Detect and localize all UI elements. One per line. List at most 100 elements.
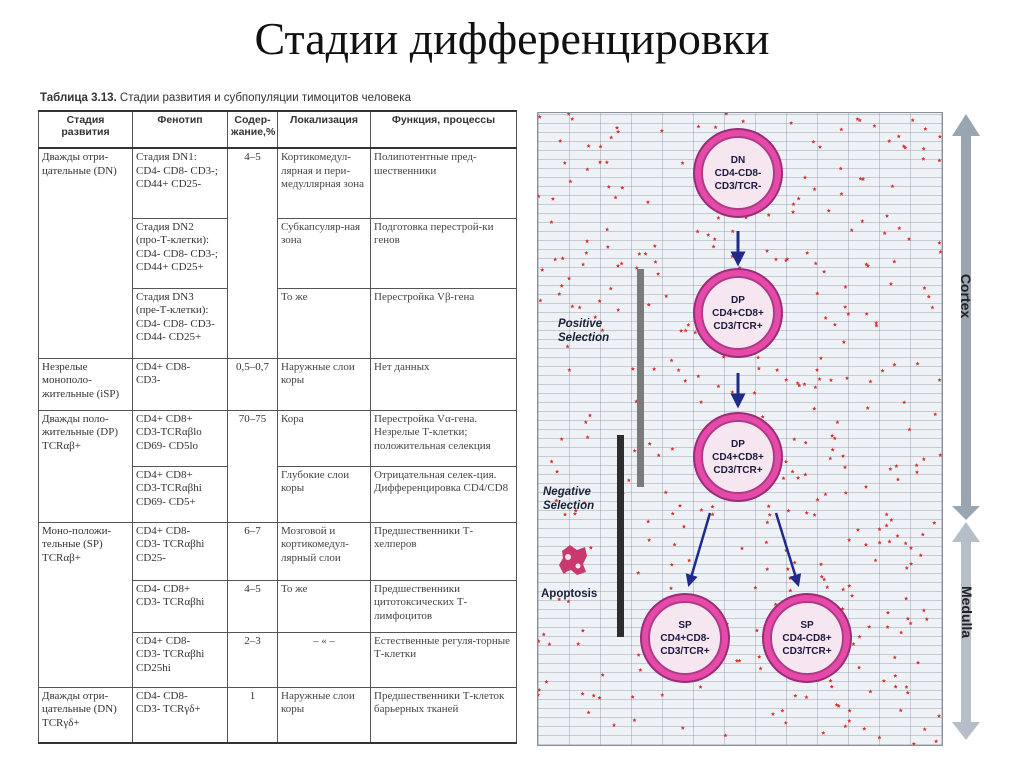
- thymocyte-star-icon: [803, 472, 808, 477]
- function-cell: Полипотентные пред-шественники: [370, 147, 517, 219]
- thymocyte-star-icon: [696, 374, 701, 378]
- thymocyte-star-icon: [847, 708, 852, 713]
- thymocyte-star-icon: [560, 256, 565, 261]
- thymocyte-star-icon: [713, 125, 718, 130]
- thymocyte-star-icon: [585, 239, 590, 243]
- thymocyte-star-icon: [581, 262, 586, 267]
- thymocyte-star-icon: [677, 503, 683, 508]
- thymocyte-star-icon: [593, 315, 598, 319]
- function-cell: Нет данных: [370, 357, 517, 411]
- cell-marker-line: CD4+CD8-: [660, 632, 710, 644]
- thymocyte-star-icon: [752, 390, 757, 395]
- thymocyte-star-icon: [792, 437, 797, 441]
- location-cell: Глубокие слои коры: [277, 465, 371, 523]
- thymocyte-star-icon: [937, 134, 942, 139]
- cortex-arrow-icon: [952, 114, 980, 520]
- stage-cell: Моно-положи-тельные (SP) TCRαβ+: [38, 521, 133, 688]
- thymocyte-star-icon: [877, 735, 882, 740]
- thymocyte-star-icon: [868, 379, 873, 384]
- thymocyte-star-icon: [877, 527, 882, 531]
- thymocyte-star-icon: [626, 478, 631, 483]
- phenotype-cell: Стадия DN2 (про-Т-клетки): CD4- CD8- CD3…: [132, 217, 228, 289]
- thymocyte-star-icon: [874, 320, 879, 325]
- thymocyte-star-icon: [895, 477, 901, 482]
- phenotype-line: CD25-: [136, 551, 166, 564]
- thymocyte-star-icon: [549, 459, 554, 464]
- thymocyte-star-icon: [905, 690, 910, 695]
- cell-marker-line: CD4-CD8-: [714, 167, 762, 179]
- medulla-label: Medulla: [959, 585, 975, 639]
- thymocyte-star-icon: [754, 628, 759, 633]
- phenotype-line: CD4- CD8- CD3-: [136, 317, 215, 330]
- thymocyte-sp-cd4: SP CD4+CD8- CD3/TCR+: [642, 595, 728, 681]
- thymocyte-star-icon: [884, 512, 889, 517]
- thymocyte-star-icon: [812, 512, 817, 517]
- phenotype-cell: CD4+ CD8+ CD3-TCRαβhi CD69- CD5+: [132, 465, 228, 523]
- thymocyte-star-icon: [619, 261, 624, 266]
- thymocyte-star-icon: [803, 440, 808, 445]
- thymocyte-star-icon: [930, 305, 935, 310]
- thymocyte-star-icon: [861, 176, 866, 181]
- thymocyte-star-icon: [882, 231, 887, 235]
- thymocyte-star-icon: [630, 366, 635, 371]
- thymocyte-star-icon: [565, 344, 570, 349]
- thymocyte-star-icon: [899, 630, 904, 635]
- thymocyte-star-icon: [813, 385, 818, 390]
- thymocyte-star-icon: [851, 641, 856, 646]
- cell-marker-line: CD3/TCR+: [782, 645, 832, 657]
- thymocyte-star-icon: [908, 621, 913, 626]
- thymocyte-star-icon: [683, 328, 688, 333]
- thymocyte-star-icon: [812, 406, 817, 411]
- thymocyte-star-icon: [656, 453, 661, 458]
- phenotype-line: CD3- TCRγδ+: [136, 703, 201, 715]
- thymocyte-star-icon: [903, 541, 908, 546]
- thymocyte-star-icon: [893, 684, 898, 689]
- phenotype-line: CD4- CD8+: [136, 582, 191, 595]
- thymocyte-star-icon: [538, 687, 542, 692]
- thymocyte-star-icon: [760, 414, 765, 419]
- thymocyte-star-icon: [541, 632, 546, 637]
- thymocyte-star-icon: [605, 244, 610, 249]
- thymocyte-star-icon: [904, 684, 909, 689]
- table-row: Стадия DN3 (пре-Т-клетки): CD4- CD8- CD3…: [39, 287, 517, 359]
- thymocyte-star-icon: [892, 259, 897, 264]
- thymocyte-star-icon: [938, 249, 942, 254]
- thymocyte-star-icon: [858, 176, 863, 181]
- cell-marker-line: CD3/TCR+: [660, 645, 710, 657]
- thymocyte-star-icon: [632, 718, 637, 722]
- thymocyte-star-icon: [786, 508, 791, 513]
- thymocyte-star-icon: [857, 118, 862, 123]
- thymocyte-star-icon: [669, 358, 674, 363]
- positive-selection-bar: [637, 269, 644, 487]
- thymocyte-star-icon: [562, 512, 568, 517]
- thymocyte-star-icon: [773, 602, 778, 607]
- phenotype-line: CD44+ CD25+: [136, 261, 204, 273]
- phenotype-cell: CD4- CD8+ CD3- TCRαβhi: [132, 579, 228, 633]
- thymocyte-star-icon: [680, 725, 685, 730]
- thymocyte-star-icon: [670, 446, 675, 451]
- thymocyte-star-icon: [753, 585, 758, 590]
- thymocyte-star-icon: [766, 504, 771, 509]
- thymocyte-star-icon: [706, 232, 711, 237]
- thymocyte-star-icon: [885, 213, 890, 218]
- thymocyte-star-icon: [636, 652, 641, 657]
- thymocyte-star-icon: [888, 466, 893, 471]
- table-row: CD4+ CD8+ CD3-TCRαβhi CD69- CD5+ Глубоки…: [39, 465, 517, 523]
- thymocyte-star-icon: [933, 412, 938, 416]
- thymocyte-star-icon: [598, 144, 603, 149]
- function-cell: Отрицательная селек-ция. Дифференцировка…: [370, 465, 517, 523]
- thymocyte-star-icon: [558, 138, 563, 143]
- phenotype-cell: CD4- CD8- CD3- TCRγδ+: [132, 686, 228, 744]
- thymocyte-star-icon: [698, 684, 703, 689]
- thymocyte-star-icon: [825, 585, 830, 589]
- negative-selection-label: Negative Selection: [543, 486, 595, 512]
- thymocyte-star-icon: [890, 184, 895, 188]
- function-cell: Подготовка перестрой-ки генов: [370, 217, 517, 289]
- thymocyte-star-icon: [583, 420, 588, 424]
- function-cell: Предшественники цитотоксических Т-лимфоц…: [370, 579, 517, 633]
- thymocyte-star-icon: [616, 307, 621, 312]
- thymocyte-star-icon: [868, 689, 873, 694]
- phenotype-line: CD69- CD5lo: [136, 439, 199, 452]
- thymocyte-star-icon: [699, 399, 704, 404]
- thymocyte-star-icon: [842, 465, 848, 470]
